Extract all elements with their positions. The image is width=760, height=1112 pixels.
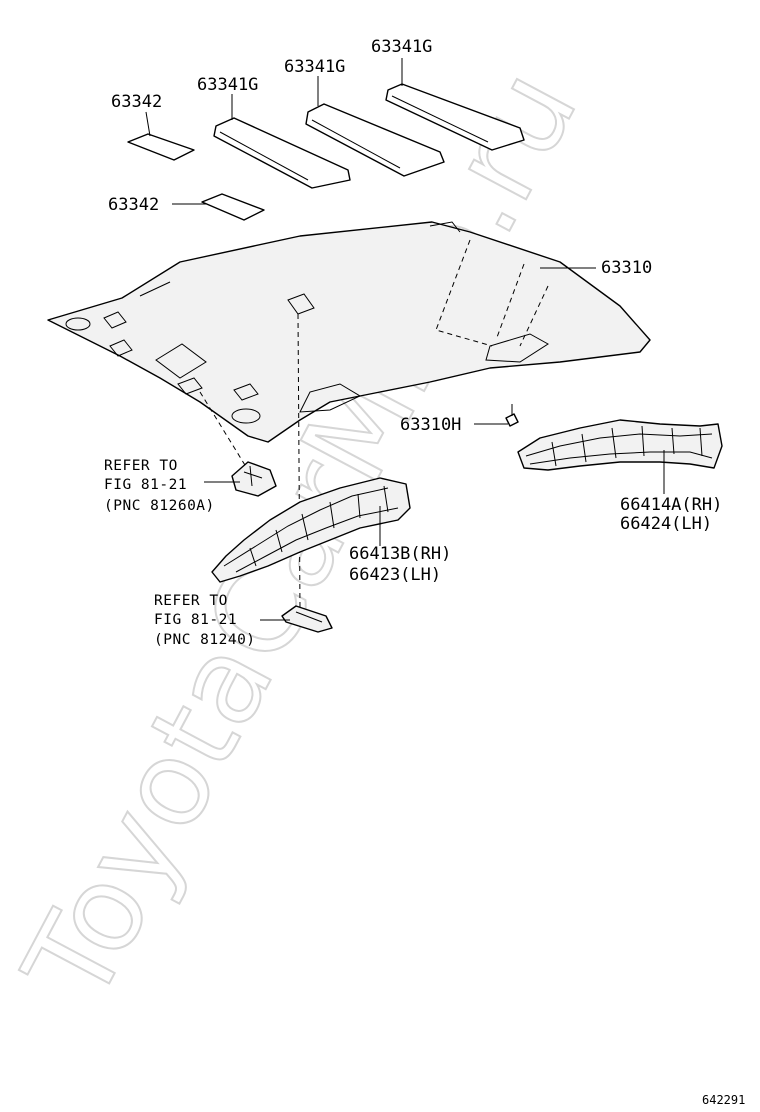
label-rear-rail-lh: 66424(LH) <box>620 514 712 534</box>
leader-small-pad-top <box>145 111 151 137</box>
label-ref2-line1: REFER TO <box>154 593 228 609</box>
rear-roof-rail[interactable] <box>517 419 723 471</box>
headliner[interactable] <box>47 221 651 443</box>
label-small-pad-top: 63342 <box>111 92 162 112</box>
front-roof-rail[interactable] <box>211 477 411 583</box>
small-pad-top[interactable] <box>127 133 195 161</box>
label-ref1-line1: REFER TO <box>104 458 178 474</box>
label-front-rail-lh: 66423(LH) <box>349 565 441 585</box>
overhead-console-81240[interactable] <box>281 605 333 633</box>
label-pad-left: 63341G <box>197 75 258 95</box>
label-pad-right-top: 63341G <box>371 37 432 57</box>
label-pad-mid: 63341G <box>284 57 345 77</box>
pad-left[interactable] <box>213 117 351 189</box>
label-front-rail-rh: 66413B(RH) <box>349 544 451 564</box>
small-pad-bottom[interactable] <box>201 193 265 221</box>
label-ref2-line2: FIG 81-21 <box>154 612 237 628</box>
label-ref1-line2: FIG 81-21 <box>104 477 187 493</box>
headliner-guide-3 <box>519 285 549 347</box>
diagram-code: 642291 <box>702 1093 745 1107</box>
headliner-guide-2 <box>495 263 525 341</box>
overhead-console-81260a[interactable] <box>231 461 277 497</box>
label-clip: 63310H <box>400 415 461 435</box>
label-ref1-line3: (PNC 81260A) <box>104 498 215 514</box>
label-ref2-line3: (PNC 81240) <box>154 632 256 648</box>
console-guide-1 <box>199 391 249 471</box>
pad-mid[interactable] <box>305 103 445 177</box>
console-guide-2 <box>297 313 301 611</box>
headliner-guide-1 <box>435 239 493 347</box>
label-rear-rail-rh: 66414A(RH) <box>620 495 722 515</box>
label-small-pad-bottom: 63342 <box>108 195 159 215</box>
clip-63310h[interactable] <box>505 404 519 427</box>
label-headliner: 63310 <box>601 258 652 278</box>
